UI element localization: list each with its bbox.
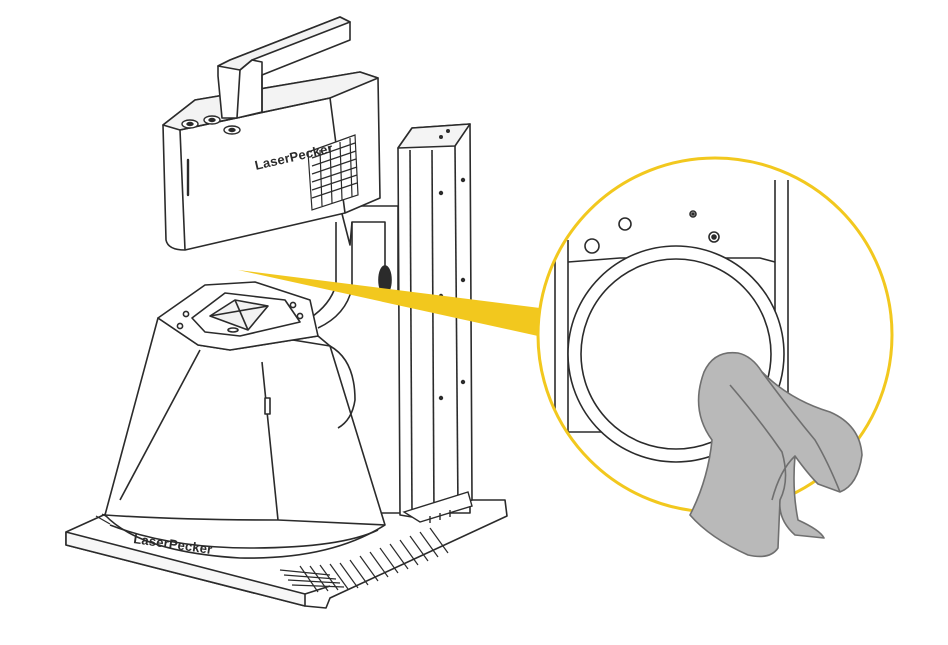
head-handle <box>217 16 351 119</box>
arm-bracket <box>309 205 399 329</box>
cleaning-cloth <box>689 351 863 558</box>
head-buttons <box>181 115 241 135</box>
callout-beam <box>238 270 540 336</box>
cone-top-frame <box>157 281 319 351</box>
head-vent-grille <box>307 134 359 211</box>
cone-shield <box>104 317 386 559</box>
column-foot <box>402 491 473 523</box>
column <box>397 123 473 519</box>
